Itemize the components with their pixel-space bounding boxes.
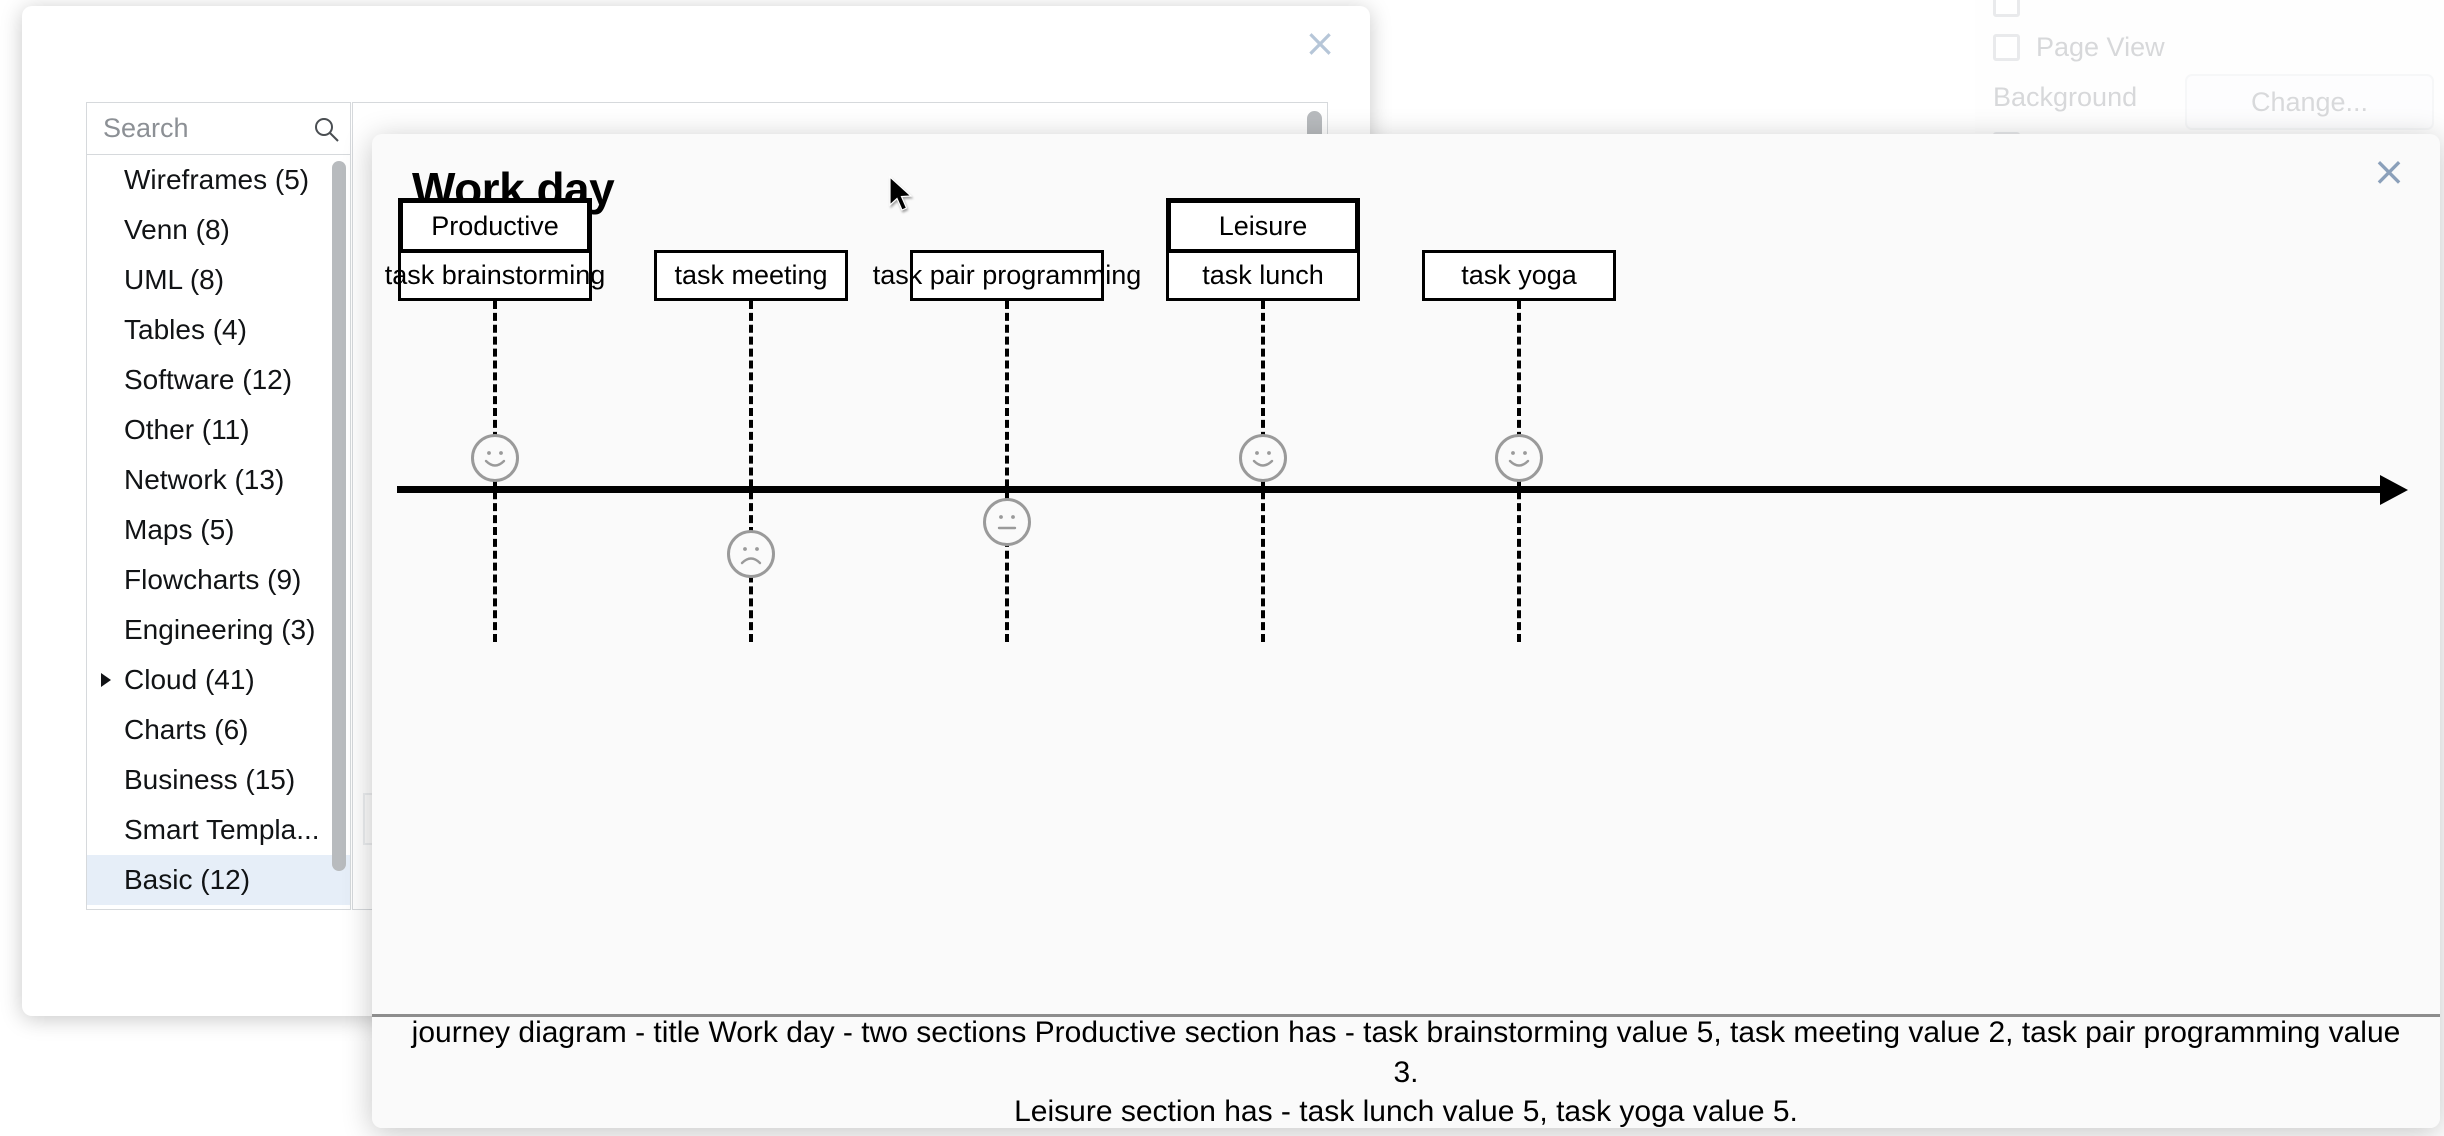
journey-neutral-face-icon xyxy=(983,498,1031,546)
journey-sad-face-icon xyxy=(727,530,775,578)
category-item[interactable]: Cloud (41) xyxy=(87,655,350,705)
journey-section-label: Productive xyxy=(431,210,559,241)
journey-section-label: Leisure xyxy=(1218,210,1308,241)
category-label: Business (15) xyxy=(124,764,296,795)
journey-task-label: task yoga xyxy=(1461,260,1577,290)
journey-task-label: task pair programming xyxy=(872,260,1142,290)
journey-task-label: task meeting xyxy=(674,260,828,290)
category-label: Basic (12) xyxy=(124,864,251,895)
category-item[interactable]: Other (11) xyxy=(87,405,350,455)
category-label: Smart Templa... xyxy=(124,814,320,845)
journey-close-icon[interactable]: × xyxy=(2372,149,2406,195)
template-category-list[interactable]: Wireframes (5) Venn (8) UML (8) Tables (4) S… xyxy=(87,155,350,909)
journey-task-guideline xyxy=(749,301,753,642)
category-label: Wireframes (5) xyxy=(124,164,310,195)
journey-happy-face-icon xyxy=(1495,434,1543,482)
chevron-right-icon[interactable] xyxy=(101,673,111,687)
journey-task-box: task meeting xyxy=(654,250,848,301)
journey-task-box: task yoga xyxy=(1422,250,1616,301)
category-label: Charts (6) xyxy=(124,714,249,745)
category-label: Engineering (3) xyxy=(124,614,316,645)
timeline-axis xyxy=(397,486,2382,493)
category-item[interactable]: Tables (4) xyxy=(87,305,350,355)
journey-task-guideline xyxy=(1005,301,1009,642)
category-item[interactable]: Charts (6) xyxy=(87,705,350,755)
category-label: Network (13) xyxy=(124,464,285,495)
page-view-label: Page View xyxy=(2036,32,2165,62)
caption-line-2: Leisure section has - task lunch value 5… xyxy=(1014,1095,1798,1128)
journey-canvas: Productive task brainstorming task meeting… xyxy=(372,134,2440,1014)
search-bar[interactable]: Search xyxy=(87,103,350,155)
journey-happy-face-icon xyxy=(1239,434,1287,482)
category-item[interactable]: UML (8) xyxy=(87,255,350,305)
category-item[interactable]: Venn (8) xyxy=(87,205,350,255)
background-label: Background xyxy=(1993,82,2138,112)
category-item[interactable]: Maps (5) xyxy=(87,505,350,555)
background-change-button[interactable]: Change... xyxy=(2185,74,2434,130)
category-label: UML (8) xyxy=(124,264,225,295)
category-label: Tables (4) xyxy=(124,314,247,345)
close-icon[interactable]: × xyxy=(1304,21,1336,65)
category-item[interactable]: Network (13) xyxy=(87,455,350,505)
template-category-panel: Search Wireframes (5) Venn (8) UML (8) Tabl… xyxy=(86,102,351,910)
category-label: Cloud (41) xyxy=(124,664,255,695)
format-panel: Page View Background Change... Backgroun… xyxy=(1975,0,2444,160)
search-input[interactable]: Search xyxy=(103,113,189,143)
category-list-scrollbar[interactable] xyxy=(332,161,346,871)
format-row-page-view[interactable]: Page View xyxy=(1993,32,2165,63)
timeline-arrowhead xyxy=(2380,475,2408,505)
category-item[interactable]: Wireframes (5) xyxy=(87,155,350,205)
category-item[interactable]: Business (15) xyxy=(87,755,350,805)
format-row-top xyxy=(1993,0,2020,17)
category-item[interactable]: Flowcharts (9) xyxy=(87,555,350,605)
checkbox-top[interactable] xyxy=(1993,0,2020,17)
category-label: Software (12) xyxy=(124,364,293,395)
journey-caption: journey diagram - title Work day - two s… xyxy=(372,1014,2440,1128)
journey-section-box: Productive xyxy=(398,198,592,254)
search-icon xyxy=(312,115,340,143)
journey-section-box: Leisure xyxy=(1166,198,1360,254)
category-label: Maps (5) xyxy=(124,514,235,545)
journey-task-box: task lunch xyxy=(1166,250,1360,301)
category-item[interactable]: Smart Templa... xyxy=(87,805,350,855)
journey-task-label: task brainstorming xyxy=(384,260,606,290)
category-label: Venn (8) xyxy=(124,214,230,245)
journey-task-box: task brainstorming xyxy=(385,250,605,301)
caption-line-1: journey diagram - title Work day - two s… xyxy=(411,1015,2401,1089)
format-row-background: Background xyxy=(1993,82,2137,113)
journey-task-box: task pair programming xyxy=(873,250,1141,301)
category-label: Other (11) xyxy=(124,414,250,445)
journey-task-label: task lunch xyxy=(1202,260,1324,290)
page-view-checkbox[interactable] xyxy=(1993,34,2020,61)
category-item[interactable]: Software (12) xyxy=(87,355,350,405)
category-item[interactable]: Basic (12) xyxy=(87,855,350,905)
category-item[interactable]: Engineering (3) xyxy=(87,605,350,655)
journey-happy-face-icon xyxy=(471,434,519,482)
category-label: Flowcharts (9) xyxy=(124,564,302,595)
